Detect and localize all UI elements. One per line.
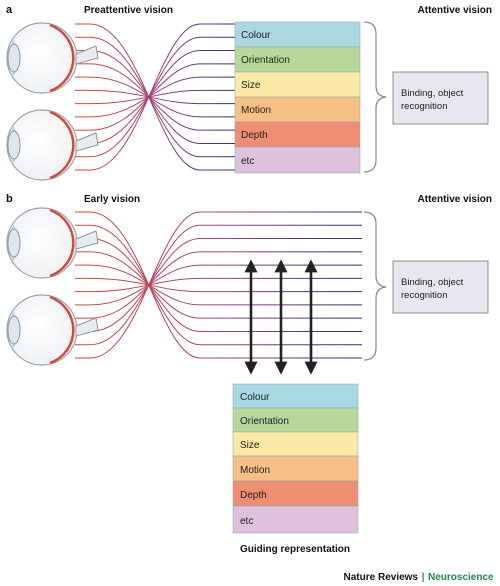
panel-a-fiber-1: [89, 23, 235, 171]
panel-b-fiber-1: [89, 211, 362, 359]
panel-b-left-title: Early vision: [84, 194, 140, 205]
journal-name: Nature Reviews: [344, 572, 419, 583]
panel-a-label-etc: etc: [241, 156, 254, 167]
panel-a-box-etc: [234, 146, 361, 174]
panel-b-fibers: [75, 211, 362, 359]
journal-section: Neuroscience: [428, 572, 494, 583]
panel-b-box-colour: [232, 383, 359, 409]
panel-b-box-size: [232, 431, 359, 457]
panel-a-fiber-12: [89, 23, 235, 171]
panel-b-label-colour: Colour: [240, 392, 270, 403]
panel-a-label-colour: Colour: [241, 30, 271, 41]
panel-b-right-title: Attentive vision: [418, 194, 492, 205]
panel-a-brace: [363, 21, 387, 173]
panel-a-fiber-8: [89, 76, 235, 118]
panel-a-box-motion: [234, 96, 361, 123]
panel-b-label-etc: etc: [240, 516, 253, 527]
panel-a-fiber-11: [89, 36, 235, 158]
panel-a-fiber-3: [89, 50, 235, 144]
panel-a-binding-line2: recognition: [401, 101, 447, 112]
guiding-representation-caption: Guiding representation: [240, 544, 350, 555]
panel-a-fiber-9: [89, 63, 235, 131]
panel-b-brace: [363, 211, 387, 361]
panel-b-label-size: Size: [240, 440, 260, 451]
panel-a-eye-top: [6, 22, 99, 94]
panel-a-fiber-2: [89, 36, 235, 158]
panel-b-fiber-5: [89, 264, 362, 306]
panel-a-label-size: Size: [241, 80, 261, 91]
panel-a-fibers: [75, 23, 235, 171]
panel-a-label-depth: Depth: [241, 130, 268, 141]
panel-a-binding-line1: Binding, object: [401, 88, 464, 99]
panel-b-fiber-3: [89, 238, 362, 332]
panel-b-label-depth: Depth: [240, 490, 267, 501]
panel-a-fiber-10: [89, 50, 235, 144]
panel-a-box-depth: [234, 121, 361, 148]
panel-b-binding-line2: recognition: [401, 290, 447, 301]
panel-a-label-orientation: Orientation: [241, 55, 290, 66]
panel-b-binding-box: [392, 260, 489, 314]
panel-b-fiber-2: [89, 224, 362, 346]
panel-b-letter: b: [6, 193, 13, 205]
journal-separator: |: [422, 572, 425, 583]
panel-b-label-motion: Motion: [240, 465, 270, 476]
panel-a-fiber-4: [89, 63, 235, 131]
panel-b-fiber-10: [89, 238, 362, 332]
panel-a-right-title: Attentive vision: [418, 5, 492, 16]
panel-b-fiber-7: [89, 277, 362, 293]
panel-a-binding-box: [392, 71, 489, 125]
journal-credit: Nature Reviews | Neuroscience: [344, 572, 495, 583]
panel-b-fiber-9: [89, 251, 362, 319]
panel-a-fiber-6: [89, 89, 235, 105]
panel-b-eye-top: [6, 207, 99, 279]
panel-a-fiber-7: [89, 89, 235, 105]
panel-a-feature-stack: Colour Orientation Size Motion Depth etc: [234, 21, 361, 174]
panel-b-fiber-8: [89, 264, 362, 306]
panel-a-fiber-5: [89, 76, 235, 118]
panel-b-fiber-4: [89, 251, 362, 319]
panel-a-letter: a: [6, 4, 13, 16]
panel-a-eye-bottom: [6, 109, 99, 181]
panel-b-fiber-6: [89, 277, 362, 293]
panel-b-feature-stack: Colour Orientation Size Motion Depth etc: [232, 383, 359, 534]
panel-b-eye-bottom: [6, 294, 99, 366]
panel-b-binding-line1: Binding, object: [401, 277, 464, 288]
panel-b-fiber-11: [89, 224, 362, 346]
panel-a-box-size: [234, 71, 361, 98]
panel-b-label-orientation: Orientation: [240, 416, 289, 427]
panel-b-arrows: [244, 259, 318, 375]
panel-a-label-motion: Motion: [241, 105, 271, 116]
panel-a-left-title: Preattentive vision: [84, 5, 173, 16]
panel-b-fiber-12: [89, 211, 362, 359]
panel-b-box-depth: [232, 480, 359, 507]
panel-b-box-etc: [232, 505, 359, 534]
panel-b-box-motion: [232, 455, 359, 482]
panel-b-box-orientation: [232, 407, 359, 433]
